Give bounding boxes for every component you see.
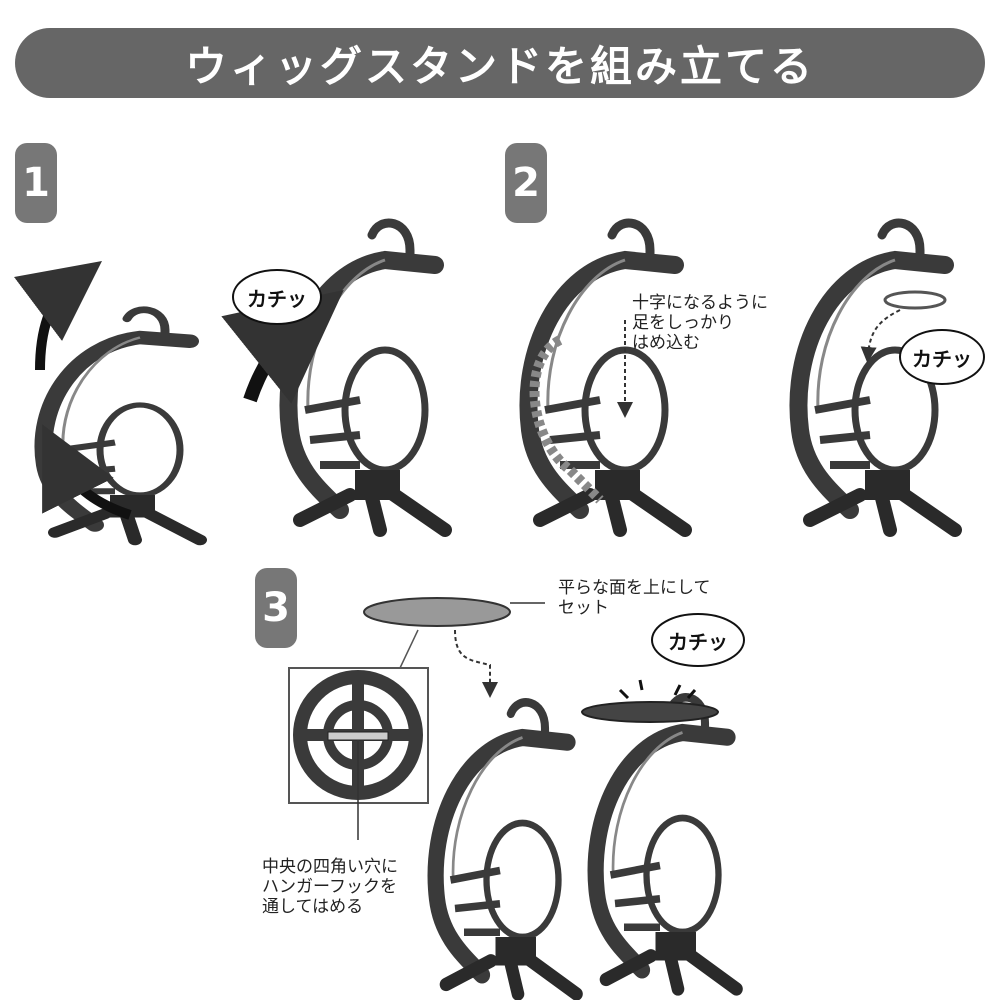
push-arrow-icon xyxy=(221,290,344,404)
ring-part xyxy=(883,290,947,310)
step-3-stand-before-disc xyxy=(436,702,577,994)
rotate-arrow-icon xyxy=(13,260,102,371)
page-title: ウィッグスタンドを組み立てる xyxy=(15,28,985,98)
step-3-stand-with-disc xyxy=(596,697,737,989)
step-3-note-top: 平らな面を上にして セット xyxy=(558,578,711,618)
step-2-stand-with-leg xyxy=(528,223,685,530)
attached-disc xyxy=(581,701,719,723)
click-bubble-step-3: カチッ xyxy=(668,629,728,654)
rotate-arrow-icon xyxy=(42,424,132,520)
step-1-badge: 1 xyxy=(15,143,57,223)
step-2-note: 十字になるように 足をしっかり はめ込む xyxy=(632,293,768,353)
step-3-note-bottom: 中央の四角い穴に ハンガーフックを 通してはめる xyxy=(262,857,398,917)
step-3-badge: 3 xyxy=(255,568,297,648)
top-disc xyxy=(363,597,511,627)
step-2-badge: 2 xyxy=(505,143,547,223)
step-1-unfolded-stand xyxy=(288,223,445,530)
click-bubble-step-1: カチッ xyxy=(247,286,307,311)
click-bubble-step-2: カチッ xyxy=(912,346,972,371)
step-1-folded-stand xyxy=(43,310,200,540)
